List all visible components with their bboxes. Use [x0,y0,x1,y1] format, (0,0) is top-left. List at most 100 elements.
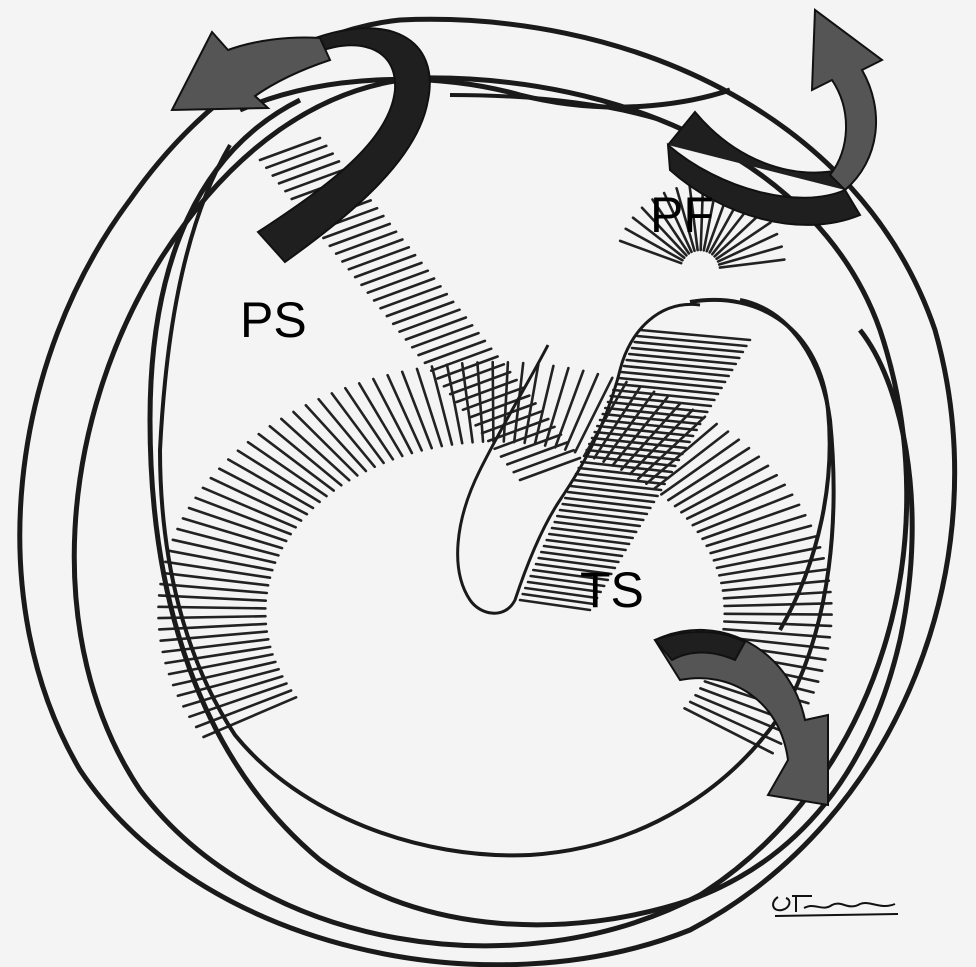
fiber-stroke [625,358,734,372]
fiber-stroke [563,496,652,510]
fiber-stroke [341,238,404,263]
fiber-stroke [423,339,487,365]
fiber-stroke [476,361,485,444]
fiber-stroke [630,346,741,360]
fiber-stroke [723,612,833,616]
fiber-stroke [545,538,627,552]
fiber-stroke [455,378,518,404]
fiber-stroke [218,467,309,516]
fiber-stroke [573,376,614,454]
fiber-stroke [622,364,731,378]
fiber-stroke [638,328,752,342]
fiber-stroke [209,476,303,522]
fiber-stroke [448,370,512,396]
fiber-stroke [227,458,315,510]
fiber-stroke [614,382,720,396]
canal-outlines [17,16,958,967]
fiber-stroke [502,360,510,443]
fiber-stroke [328,222,392,248]
fiber-stroke [442,362,506,388]
fiber-stroke [601,412,702,426]
fiber-stroke [603,406,706,420]
fiber-stroke [719,568,829,585]
fiber-stroke [679,464,770,514]
fiber-stroke [512,361,525,444]
fiber-stroke [167,653,274,676]
fiber-stroke [627,352,738,366]
label-pf: PF [650,187,714,243]
fiber-stroke [157,605,267,610]
label-ps: PS [240,292,307,348]
fiber-stroke [521,592,595,606]
arrow-ts-tail [653,631,747,662]
fiber-stroke [181,517,284,550]
outer-ring-1 [17,16,958,967]
fiber-stroke [722,620,833,628]
fiber-stroke [353,253,417,279]
fiber-stroke [571,478,663,492]
fiber-stroke [635,334,748,348]
fiber-stroke [534,562,613,576]
fiber-stroke [357,382,404,458]
fiber-stroke [164,645,272,665]
malleus-handle [456,302,701,615]
fiber-stroke [574,472,667,486]
fiber-stroke [609,394,713,408]
fiber-stroke [585,448,681,462]
fiber-stroke [386,373,424,452]
fiber-stroke [505,441,569,466]
fiber-stroke [606,400,709,414]
fiber-stroke [712,535,818,562]
fiber-stroke [709,524,813,555]
fiber-stroke [640,206,688,257]
fiber-stroke [723,601,833,608]
artist-signature [772,895,899,917]
fiber-stroke [322,214,385,240]
arrow-ts-body [653,629,829,807]
fiber-stroke [579,460,674,474]
fiber-stroke [258,136,322,162]
fiber-stroke [537,556,617,570]
fiber-stroke [474,402,537,427]
fiber-stroke [171,660,277,687]
fiber-stroke [717,245,784,266]
outer-ring-3 [147,97,915,928]
fiber-stroke [176,527,280,557]
arrow-pf-body [666,110,862,226]
fiber-stroke [631,216,686,260]
fiber-stroke [512,448,576,474]
pars-tensa-edge [689,297,832,631]
fiber-stroke [593,430,691,444]
fiber-stroke [271,152,335,177]
fiber-stroke [292,410,359,477]
fiber-stroke [277,160,341,185]
fiber-stroke [701,503,801,541]
fiber-stroke [176,667,280,698]
outer-ring-4 [238,76,731,113]
fiber-stroke [182,675,284,708]
fiber-stroke [445,363,464,445]
fiber-stroke [415,367,444,448]
fiber-stroke [526,580,603,594]
fiber-stroke [284,167,347,193]
fiber-stroke [257,432,336,492]
fiber-stroke [683,706,775,755]
fiber-stroke [410,323,474,349]
fiber-stroke [533,364,555,446]
fiber-stroke [688,184,699,252]
fiber-stroke [171,538,277,565]
fiber-stroke [539,550,620,564]
fiber-stroke [523,586,599,600]
fiber-stroke [246,440,328,498]
fiber-stroke [582,454,677,468]
fiber-stroke [398,308,461,334]
fiber-stroke [543,366,570,447]
fiber-stroke [404,316,468,341]
fiber-stroke [696,493,794,534]
fiber-stroke [385,292,449,318]
fiber-stroke [659,438,741,496]
fiber-stroke [347,246,411,271]
fiber-stroke [279,417,351,482]
fiber-stroke [624,227,684,262]
